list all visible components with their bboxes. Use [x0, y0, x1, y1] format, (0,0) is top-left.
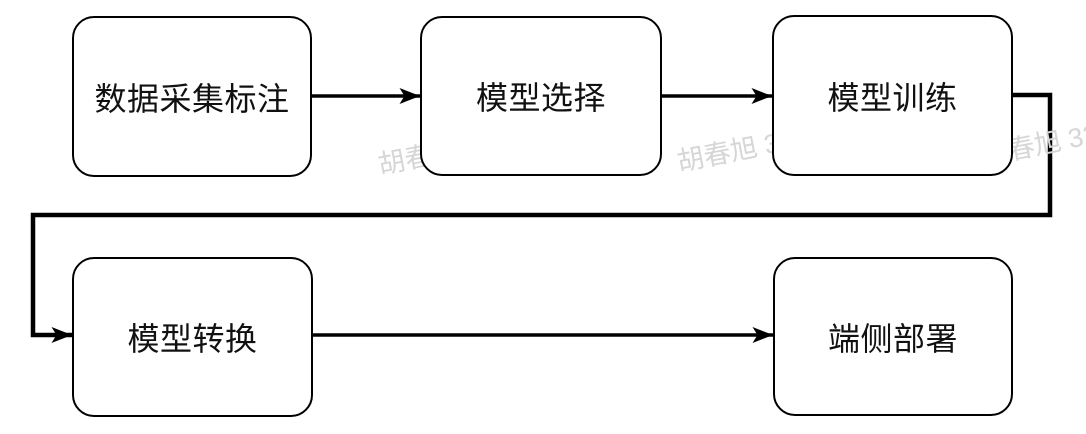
flow-node-label: 端侧部署	[827, 320, 958, 357]
flow-node-label: 数据采集标注	[94, 80, 290, 117]
flow-node-model-selection: 模型选择	[420, 16, 662, 176]
arrow-training-to-conversion	[30, 92, 1053, 343]
flow-node-label: 模型选择	[475, 80, 606, 116]
flow-node-model-training: 模型训练	[772, 15, 1013, 176]
flow-node-model-conversion: 模型转换	[72, 257, 313, 417]
flow-node-edge-deployment: 端侧部署	[773, 257, 1013, 416]
flow-node-label: 模型训练	[827, 79, 958, 116]
flow-node-label: 模型转换	[127, 321, 258, 357]
flow-node-data-collection-annotation: 数据采集标注	[72, 16, 312, 177]
